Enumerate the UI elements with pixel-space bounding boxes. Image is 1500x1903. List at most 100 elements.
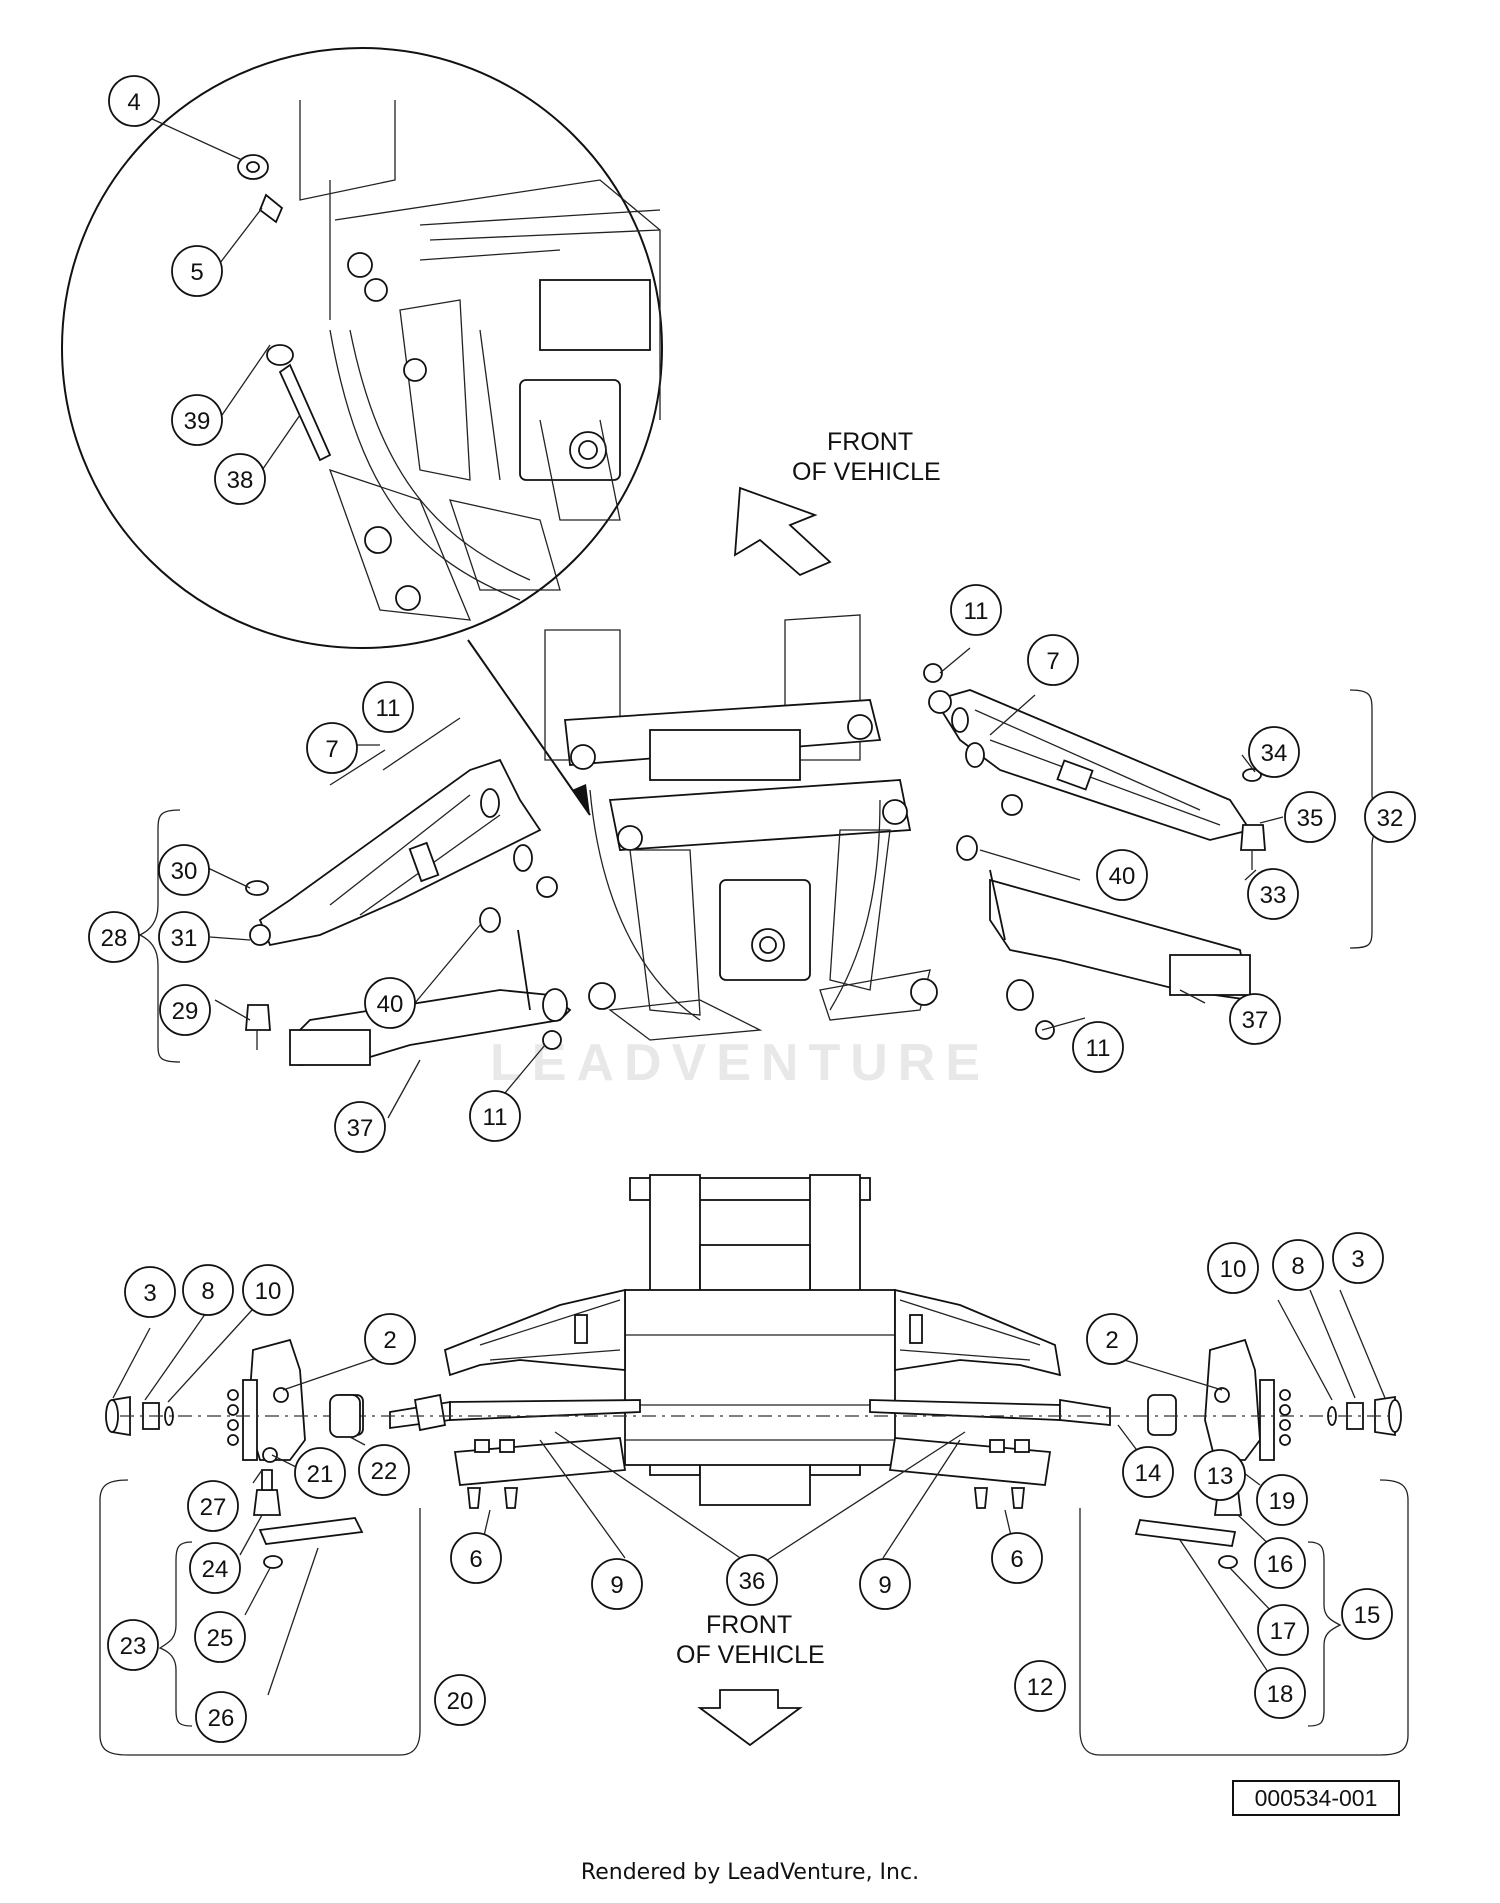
svg-text:39: 39 <box>184 408 211 435</box>
callout-13: 13 <box>1194 1449 1246 1501</box>
svg-text:40: 40 <box>1109 863 1136 890</box>
svg-text:14: 14 <box>1135 1460 1162 1487</box>
svg-text:11: 11 <box>1086 1035 1111 1062</box>
upper-assembly <box>245 614 1266 1066</box>
callout-2-a: 2 <box>364 1313 416 1365</box>
callout-9-b: 9 <box>859 1558 911 1610</box>
svg-text:26: 26 <box>208 1705 235 1732</box>
callout-35: 35 <box>1284 791 1336 843</box>
callout-4: 4 <box>108 75 160 127</box>
callout-6-b: 6 <box>991 1532 1043 1584</box>
svg-text:8: 8 <box>1291 1253 1304 1280</box>
svg-text:5: 5 <box>190 259 203 286</box>
detail-pointer-arrow <box>467 639 591 816</box>
callout-40-b: 40 <box>364 977 416 1029</box>
callout-26: 26 <box>195 1691 247 1743</box>
svg-text:2: 2 <box>1105 1327 1118 1354</box>
svg-text:36: 36 <box>739 1568 766 1595</box>
svg-text:23: 23 <box>120 1633 147 1660</box>
callout-3-b: 3 <box>1332 1232 1384 1284</box>
svg-text:15: 15 <box>1354 1602 1381 1629</box>
front-arrow-bottom <box>697 1689 803 1747</box>
svg-text:33: 33 <box>1260 882 1287 909</box>
callout-7-b: 7 <box>306 722 358 774</box>
callout-3-a: 3 <box>124 1266 176 1318</box>
callout-11-a: 11 <box>950 584 1002 636</box>
callout-9-a: 9 <box>591 1558 643 1610</box>
callout-20: 20 <box>434 1674 486 1726</box>
leader-lines-upper <box>138 117 1392 1119</box>
svg-text:37: 37 <box>1242 1007 1269 1034</box>
svg-text:9: 9 <box>610 1572 623 1599</box>
callout-27: 27 <box>187 1480 239 1532</box>
callout-32: 32 <box>1364 791 1416 843</box>
callout-10-a: 10 <box>242 1264 294 1316</box>
callout-30: 30 <box>158 844 210 896</box>
front-label-top-line1: FRONT <box>827 428 913 456</box>
callout-37-a: 37 <box>1229 993 1281 1045</box>
callout-37-b: 37 <box>334 1101 386 1153</box>
svg-text:18: 18 <box>1267 1681 1294 1708</box>
svg-text:34: 34 <box>1261 740 1288 767</box>
svg-text:6: 6 <box>469 1546 482 1573</box>
svg-text:32: 32 <box>1377 805 1404 832</box>
callout-14: 14 <box>1122 1446 1174 1498</box>
callout-28: 28 <box>88 911 140 963</box>
svg-text:38: 38 <box>227 467 254 494</box>
svg-text:6: 6 <box>1010 1546 1023 1573</box>
callout-11-c: 11 <box>1072 1021 1124 1073</box>
callout-8-a: 8 <box>182 1264 234 1316</box>
callout-7-a: 7 <box>1027 634 1079 686</box>
svg-text:16: 16 <box>1267 1551 1294 1578</box>
callout-29: 29 <box>159 984 211 1036</box>
callout-5: 5 <box>171 245 223 297</box>
svg-text:17: 17 <box>1270 1618 1297 1645</box>
front-label-bottom-line2: OF VEHICLE <box>676 1641 825 1669</box>
svg-text:11: 11 <box>376 695 401 722</box>
lower-assembly <box>105 1174 1402 1569</box>
callout-17: 17 <box>1257 1604 1309 1656</box>
svg-text:28: 28 <box>101 925 128 952</box>
svg-text:8: 8 <box>201 1278 214 1305</box>
svg-text:25: 25 <box>207 1625 234 1652</box>
callout-15: 15 <box>1341 1588 1393 1640</box>
callout-10-b: 10 <box>1207 1242 1259 1294</box>
svg-text:22: 22 <box>371 1458 398 1485</box>
detail-view-circle <box>61 47 663 649</box>
callout-21: 21 <box>294 1447 346 1499</box>
callout-24: 24 <box>189 1542 241 1594</box>
front-label-bottom-line1: FRONT <box>706 1611 792 1639</box>
svg-text:27: 27 <box>200 1494 227 1521</box>
callout-6-a: 6 <box>450 1532 502 1584</box>
footer-credit: Rendered by LeadVenture, Inc. <box>580 1860 920 1885</box>
svg-text:10: 10 <box>1220 1256 1247 1283</box>
callout-33: 33 <box>1247 868 1299 920</box>
callout-34: 34 <box>1248 726 1300 778</box>
callout-16: 16 <box>1254 1537 1306 1589</box>
diagram-id-box: 000534-001 <box>1232 1780 1400 1816</box>
callout-25: 25 <box>194 1611 246 1663</box>
svg-text:13: 13 <box>1207 1463 1234 1490</box>
svg-text:31: 31 <box>171 925 198 952</box>
callout-8-b: 8 <box>1272 1239 1324 1291</box>
callout-39: 39 <box>171 394 223 446</box>
svg-text:10: 10 <box>255 1278 282 1305</box>
svg-text:20: 20 <box>447 1688 474 1715</box>
callout-23: 23 <box>107 1619 159 1671</box>
callout-22: 22 <box>358 1444 410 1496</box>
svg-text:7: 7 <box>325 736 338 763</box>
svg-text:21: 21 <box>307 1461 334 1488</box>
front-arrow-top <box>733 486 832 577</box>
svg-text:40: 40 <box>377 991 404 1018</box>
svg-text:30: 30 <box>171 858 198 885</box>
callout-18: 18 <box>1254 1667 1306 1719</box>
svg-text:11: 11 <box>964 598 989 625</box>
callout-38: 38 <box>214 453 266 505</box>
callout-2-b: 2 <box>1086 1313 1138 1365</box>
svg-text:12: 12 <box>1027 1674 1054 1701</box>
svg-text:4: 4 <box>127 89 140 116</box>
svg-text:19: 19 <box>1269 1488 1296 1515</box>
watermark: LEADVENTURE <box>490 1034 990 1092</box>
callout-11-d: 11 <box>469 1090 521 1142</box>
callout-40-a: 40 <box>1096 849 1148 901</box>
